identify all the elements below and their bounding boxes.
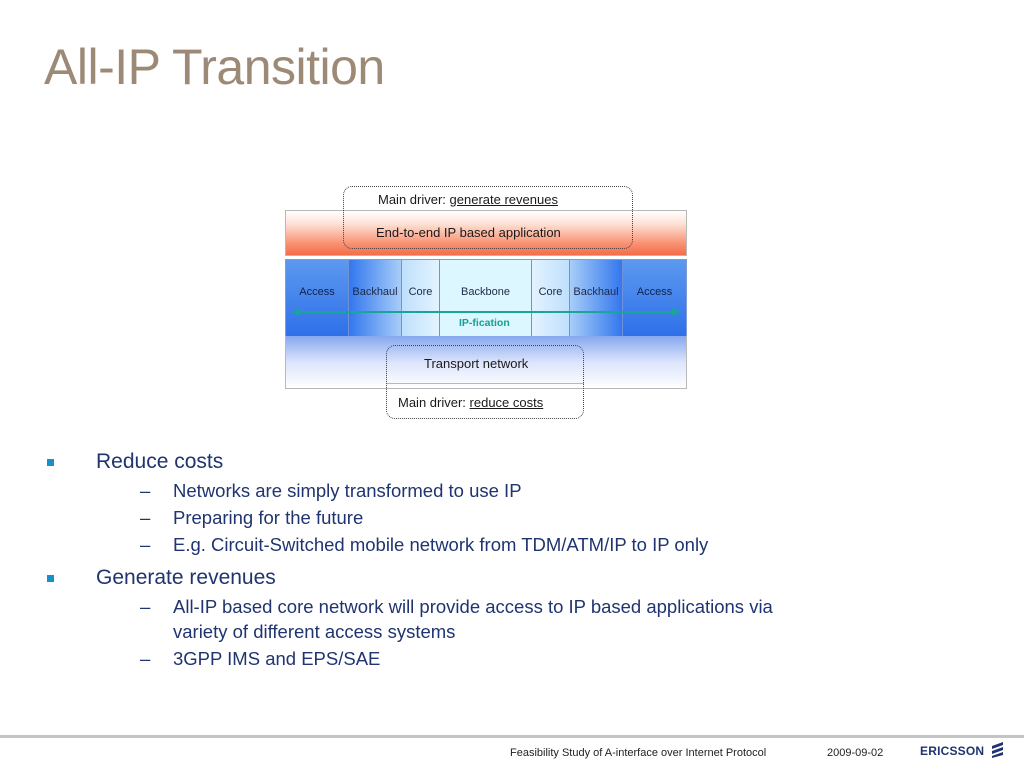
sub-bullet-marker: –: [140, 648, 151, 669]
driver-value: generate revenues: [449, 192, 558, 207]
bullet-marker: [47, 575, 54, 582]
segment-label: Backhaul: [352, 286, 398, 298]
segment-access-left: Access: [286, 260, 349, 337]
segment-label: Access: [299, 286, 335, 298]
footer-document-title: Feasibility Study of A-interface over In…: [510, 747, 767, 759]
footer-divider: [0, 735, 1024, 738]
sub-bullet-marker: –: [140, 507, 151, 528]
segment-backbone: Backbone: [440, 260, 532, 337]
transport-layer-label: Transport network: [424, 356, 529, 371]
ip-fication-label: IP-fication: [459, 317, 510, 329]
sub-bullet-continuation: variety of different access systems: [173, 621, 456, 642]
segment-core-left: Core: [402, 260, 440, 337]
segment-label: Backbone: [461, 286, 510, 298]
top-driver-text: Main driver: generate revenues: [378, 192, 558, 207]
sub-bullet: E.g. Circuit-Switched mobile network fro…: [173, 534, 709, 555]
ericsson-logo: ERICSSON: [920, 742, 1004, 758]
segment-label: Access: [636, 286, 673, 298]
ip-fication-arrow: [291, 308, 681, 316]
segment-access-right: Access: [623, 260, 686, 337]
sub-bullet: Preparing for the future: [173, 507, 364, 528]
sub-bullet-marker: –: [140, 534, 151, 555]
sub-bullet-marker: –: [140, 596, 151, 617]
bottom-driver-text: Main driver: reduce costs: [398, 395, 543, 410]
segment-core-right: Core: [532, 260, 570, 337]
bullet-reduce-costs: Reduce costs: [96, 450, 224, 473]
bullet-marker: [47, 459, 54, 466]
segment-label: Backhaul: [573, 286, 619, 298]
transport-divider: [386, 383, 584, 384]
segment-label: Core: [408, 286, 433, 298]
application-layer-label: End-to-end IP based application: [376, 225, 561, 240]
logo-wordmark: ERICSSON: [920, 744, 985, 758]
ericsson-mark-icon: [991, 742, 1003, 758]
driver-prefix: Main driver:: [378, 192, 450, 207]
network-segments-band: Access Backhaul Core Backbone Core Backh…: [285, 259, 687, 338]
slide-title: All-IP Transition: [44, 39, 385, 95]
top-driver-callout: [343, 186, 633, 249]
transport-layer-band: [285, 336, 687, 389]
sub-bullet-marker: –: [140, 480, 151, 501]
segment-backhaul-left: Backhaul: [349, 260, 402, 337]
segment-label: Core: [538, 286, 563, 298]
driver-value: reduce costs: [469, 395, 544, 410]
bullet-generate-revenues: Generate revenues: [96, 566, 276, 589]
bottom-driver-callout: [386, 345, 584, 419]
segment-backhaul-right: Backhaul: [570, 260, 623, 337]
footer-date: 2009-09-02: [827, 747, 884, 759]
driver-prefix: Main driver:: [398, 395, 470, 410]
all-ip-diagram: Access Backhaul Core Backbone Core Backh…: [285, 185, 687, 421]
sub-bullet: Networks are simply transformed to use I…: [173, 480, 522, 501]
sub-bullet: 3GPP IMS and EPS/SAE: [173, 648, 381, 669]
sub-bullet: All-IP based core network will provide a…: [173, 596, 773, 617]
